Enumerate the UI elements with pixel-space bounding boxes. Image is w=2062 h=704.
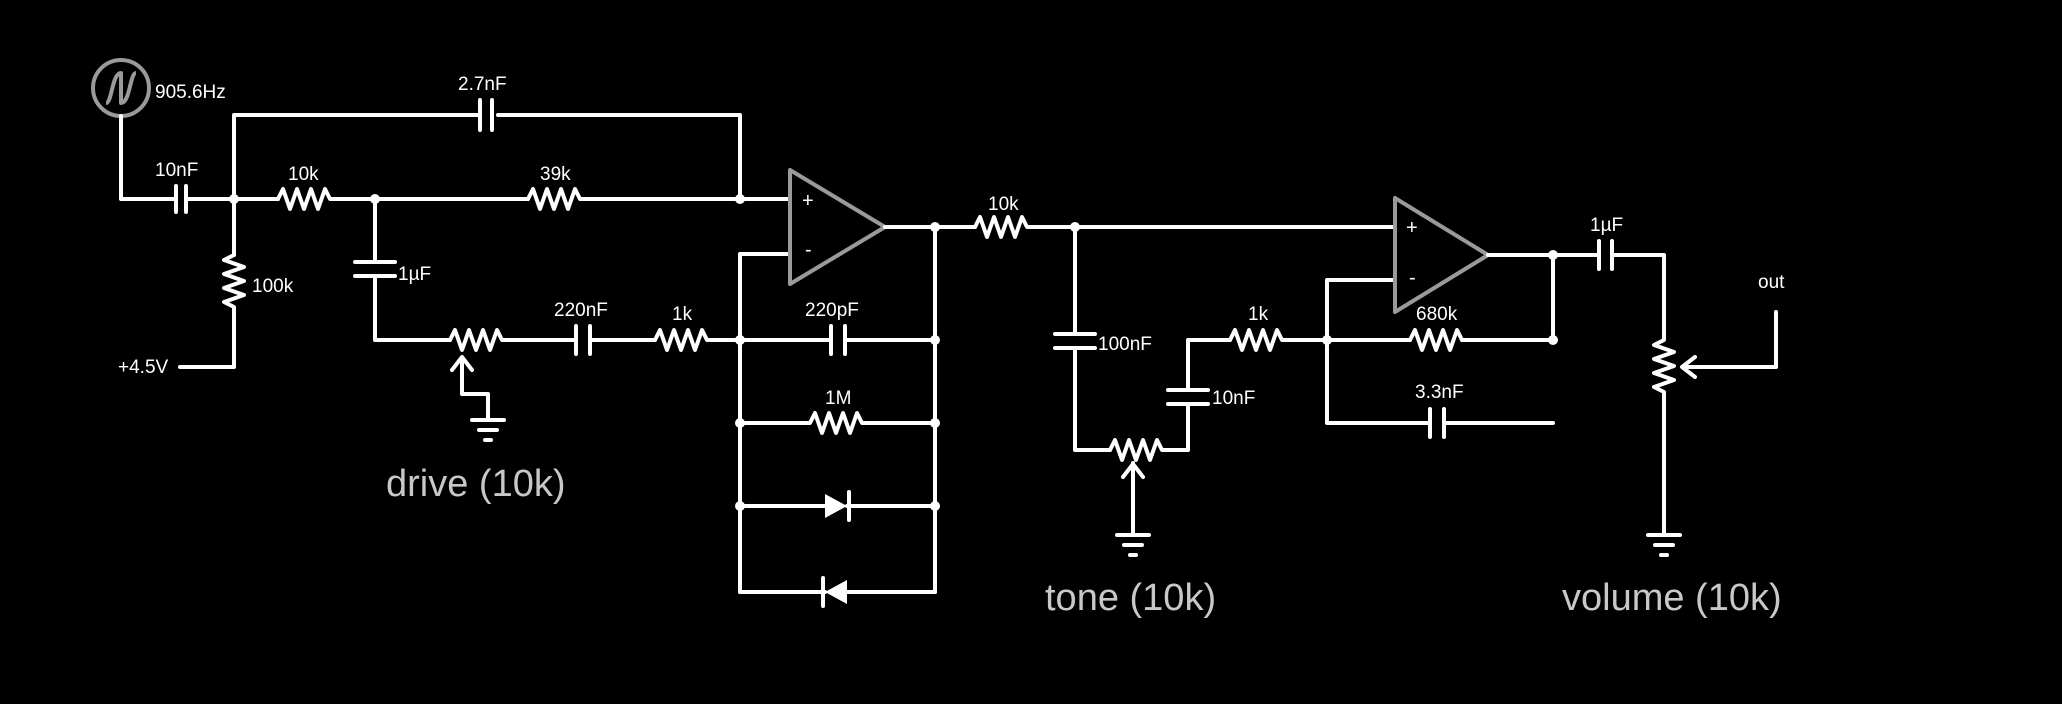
r-bias-label: 100k	[252, 276, 294, 297]
tone-wire-1	[1073, 225, 1112, 452]
capacitor-c-tone2[interactable]	[1166, 388, 1210, 406]
opamp-1-minus: -	[805, 239, 812, 261]
resistor-r-fb2[interactable]	[1408, 328, 1464, 352]
c-fb-top-label: 2.7nF	[458, 74, 507, 95]
capacitor-c-drive[interactable]	[574, 324, 592, 356]
drive-potentiometer[interactable]	[448, 328, 578, 442]
feedback-rails	[738, 226, 937, 594]
c-out-label: 1µF	[1590, 215, 1623, 236]
c-fb-label: 220pF	[805, 300, 859, 321]
resistor-r-fb[interactable]	[738, 411, 937, 435]
resistor-r-out1[interactable]	[973, 215, 1397, 239]
c-in-label: 10nF	[155, 160, 198, 181]
opamp-1[interactable]	[788, 168, 887, 286]
r-series-label: 39k	[540, 164, 571, 185]
output-label: out	[1758, 272, 1785, 293]
r-in-label: 10k	[288, 164, 319, 185]
tone-wire-2	[1186, 338, 1232, 392]
r-fb-label: 1M	[825, 388, 851, 409]
opamp-1-plus: +	[802, 190, 814, 212]
capacitor-c-fb-top[interactable]	[478, 98, 494, 132]
signal-source[interactable]	[91, 58, 151, 118]
r-drive-label: 1k	[672, 304, 693, 325]
c-drive-label: 220nF	[554, 300, 608, 321]
diode-reverse[interactable]	[738, 576, 937, 608]
c-shunt-label: 1µF	[398, 264, 431, 285]
diode-forward[interactable]	[738, 490, 937, 522]
volume-control-label: volume (10k)	[1562, 577, 1782, 619]
r-tone-label: 1k	[1248, 304, 1269, 325]
tone-potentiometer[interactable]	[1108, 403, 1190, 557]
r-fb2-label: 680k	[1416, 304, 1458, 325]
opamp-2[interactable]	[1393, 196, 1490, 314]
capacitor-c-fb[interactable]	[829, 324, 847, 356]
volume-potentiometer[interactable]	[1610, 253, 1778, 557]
drive-control-label: drive (10k)	[386, 463, 566, 505]
resistor-r-in[interactable]	[276, 187, 377, 211]
opamp-2-minus: -	[1409, 267, 1416, 289]
source-wire	[119, 114, 178, 201]
resistor-r-bias[interactable]	[178, 253, 246, 369]
junction-dots	[229, 194, 1558, 511]
resistor-r-tone[interactable]	[1228, 328, 1329, 352]
opamp-2-feedback-rails	[1325, 252, 1555, 425]
resistor-r-drive[interactable]	[653, 328, 742, 352]
capacitor-c-shunt[interactable]	[353, 260, 397, 278]
capacitor-c-fb2[interactable]	[1428, 407, 1446, 439]
node-a-wiring	[184, 113, 742, 201]
supply-voltage-label: +4.5V	[118, 357, 169, 378]
r-out1-label: 10k	[988, 194, 1019, 215]
c-fb2-label: 3.3nF	[1415, 382, 1464, 403]
source-frequency-label: 905.6Hz	[155, 82, 226, 103]
shunt-wire	[373, 197, 452, 342]
c-tone1-label: 100nF	[1098, 334, 1152, 355]
c-tone2-label: 10nF	[1212, 388, 1255, 409]
capacitor-c-tone1[interactable]	[1053, 332, 1097, 350]
opamp-2-plus: +	[1406, 217, 1418, 239]
tone-control-label: tone (10k)	[1045, 577, 1216, 619]
resistor-r-series[interactable]	[526, 187, 792, 211]
